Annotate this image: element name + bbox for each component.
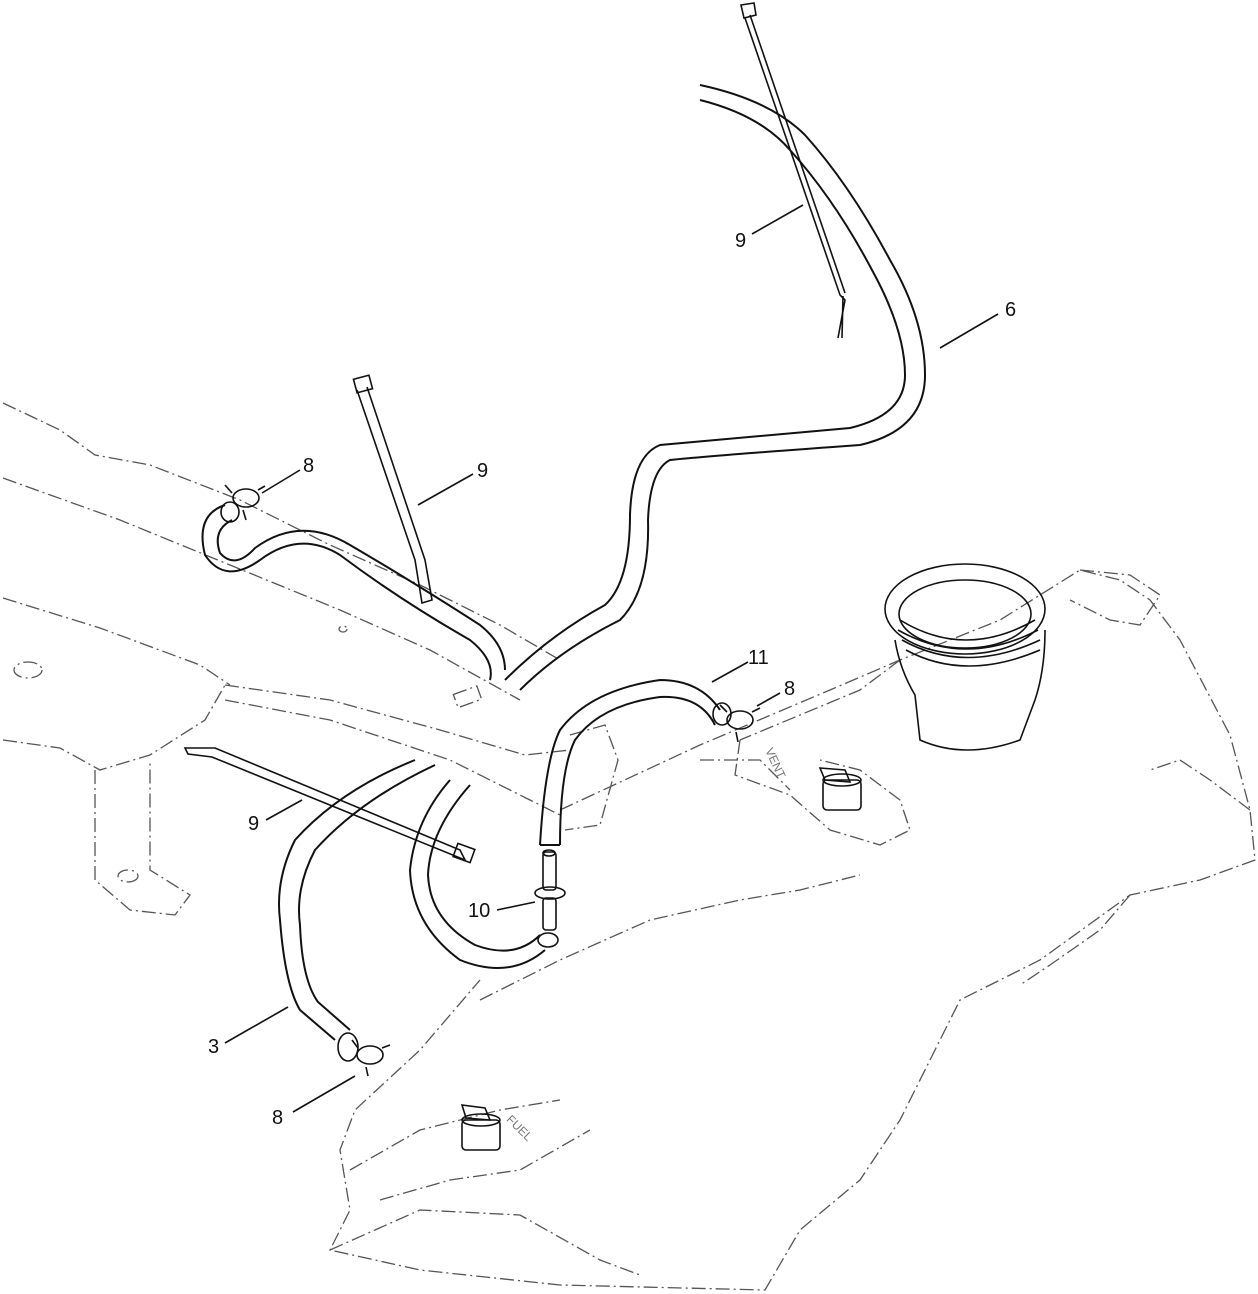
hose-clamp-bottom (351, 1039, 391, 1077)
fuel-marking: FUEL (504, 1112, 536, 1144)
callout-8-bottom: 8 (272, 1107, 283, 1129)
fuel-hose-part-3 (278, 759, 546, 1062)
callout-9-lower: 9 (248, 813, 259, 835)
cable-tie-middle (352, 374, 433, 605)
upper-left-hose (201, 501, 506, 681)
callout-3: 3 (208, 1036, 219, 1058)
callout-9-middle: 9 (477, 460, 488, 482)
callout-labels: 9 6 9 8 11 8 9 10 3 8 (208, 230, 1016, 1129)
callout-8-upper-left: 8 (303, 455, 314, 477)
fuel-tank-phantom: VENT FUEL (329, 563, 1256, 1291)
callout-11: 11 (748, 647, 769, 669)
vent-hose-part-6 (504, 84, 927, 691)
fitting-part-10 (534, 849, 566, 948)
cable-tie-lower (183, 747, 476, 864)
callout-9-top: 9 (735, 230, 746, 252)
callout-10: 10 (468, 900, 490, 922)
cable-tie-top (740, 2, 846, 339)
hose-clamp-mid-right (719, 704, 761, 743)
hose-part-11 (539, 678, 732, 846)
vent-marking: VENT (762, 746, 788, 782)
frame-phantom (2, 402, 619, 916)
hose-clamp-upper-left (224, 484, 266, 521)
leader-lines (224, 204, 999, 1113)
callout-6: 6 (1005, 299, 1016, 321)
callout-8-mid-right: 8 (784, 678, 795, 700)
